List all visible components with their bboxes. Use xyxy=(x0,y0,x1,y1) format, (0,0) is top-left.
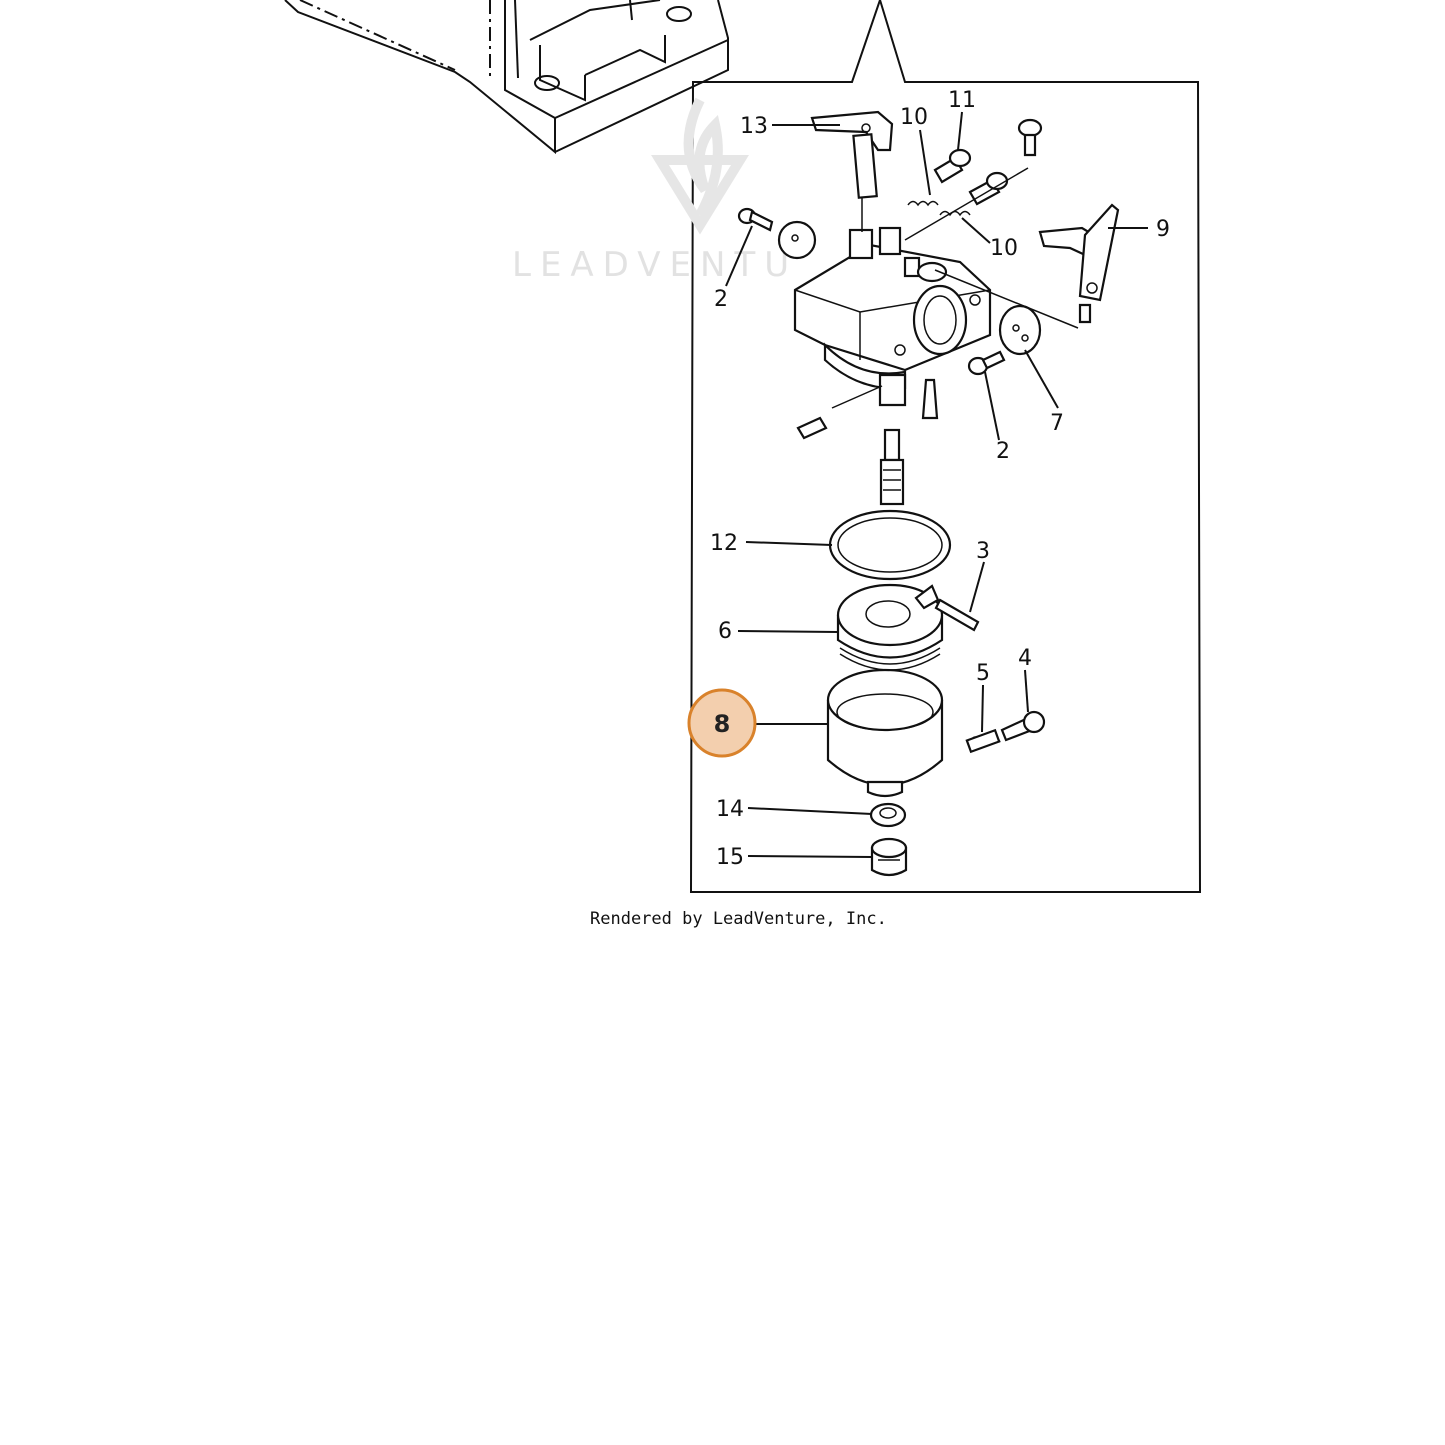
callout-8[interactable]: 8 xyxy=(714,710,731,738)
callout-12[interactable]: 12 xyxy=(710,531,738,556)
callout-labels: 13 10 11 9 10 2 2 7 12 3 6 5 4 14 15 xyxy=(710,88,1170,870)
gasket-part-12 xyxy=(828,509,952,581)
callout-15[interactable]: 15 xyxy=(716,845,744,870)
leader-lines xyxy=(725,111,1148,858)
throttle-lever-part-13 xyxy=(810,110,894,232)
carburetor-body xyxy=(793,226,992,440)
callout-4[interactable]: 4 xyxy=(1018,646,1032,671)
fuel-needle xyxy=(879,428,905,506)
screws-part-10-11 xyxy=(904,118,1079,329)
drain-bolt-part-15 xyxy=(870,837,908,877)
callout-13[interactable]: 13 xyxy=(740,114,768,139)
watermark: LEADVENTU xyxy=(512,97,798,285)
washer-part-14 xyxy=(869,802,907,828)
callout-9[interactable]: 9 xyxy=(1156,217,1170,242)
callout-10-lower[interactable]: 10 xyxy=(990,236,1018,261)
watermark-text: LEADVENTU xyxy=(512,245,798,285)
callout-10-upper[interactable]: 10 xyxy=(900,105,928,130)
callout-3[interactable]: 3 xyxy=(976,539,990,564)
callout-2-right[interactable]: 2 xyxy=(996,439,1010,464)
bowl-screws-part-4-5 xyxy=(965,710,1046,754)
float-bowl-part-8 xyxy=(826,668,944,798)
engine-block-fragment xyxy=(284,0,729,155)
callout-7[interactable]: 7 xyxy=(1050,411,1064,436)
callout-11[interactable]: 11 xyxy=(948,88,976,113)
credit-text: Rendered by LeadVenture, Inc. xyxy=(590,909,887,929)
callout-2-left[interactable]: 2 xyxy=(714,287,728,312)
callout-6[interactable]: 6 xyxy=(718,619,732,644)
float-part-6 xyxy=(836,583,980,671)
choke-lever-part-9 xyxy=(1038,203,1120,324)
highlighted-callout-8[interactable]: 8 xyxy=(687,688,757,758)
highlight-circle[interactable] xyxy=(687,688,757,758)
callout-14[interactable]: 14 xyxy=(716,797,744,822)
callout-5[interactable]: 5 xyxy=(976,661,990,686)
throttle-plate-part-7 xyxy=(967,304,1042,376)
choke-plate-screw-part-2 xyxy=(737,207,817,260)
